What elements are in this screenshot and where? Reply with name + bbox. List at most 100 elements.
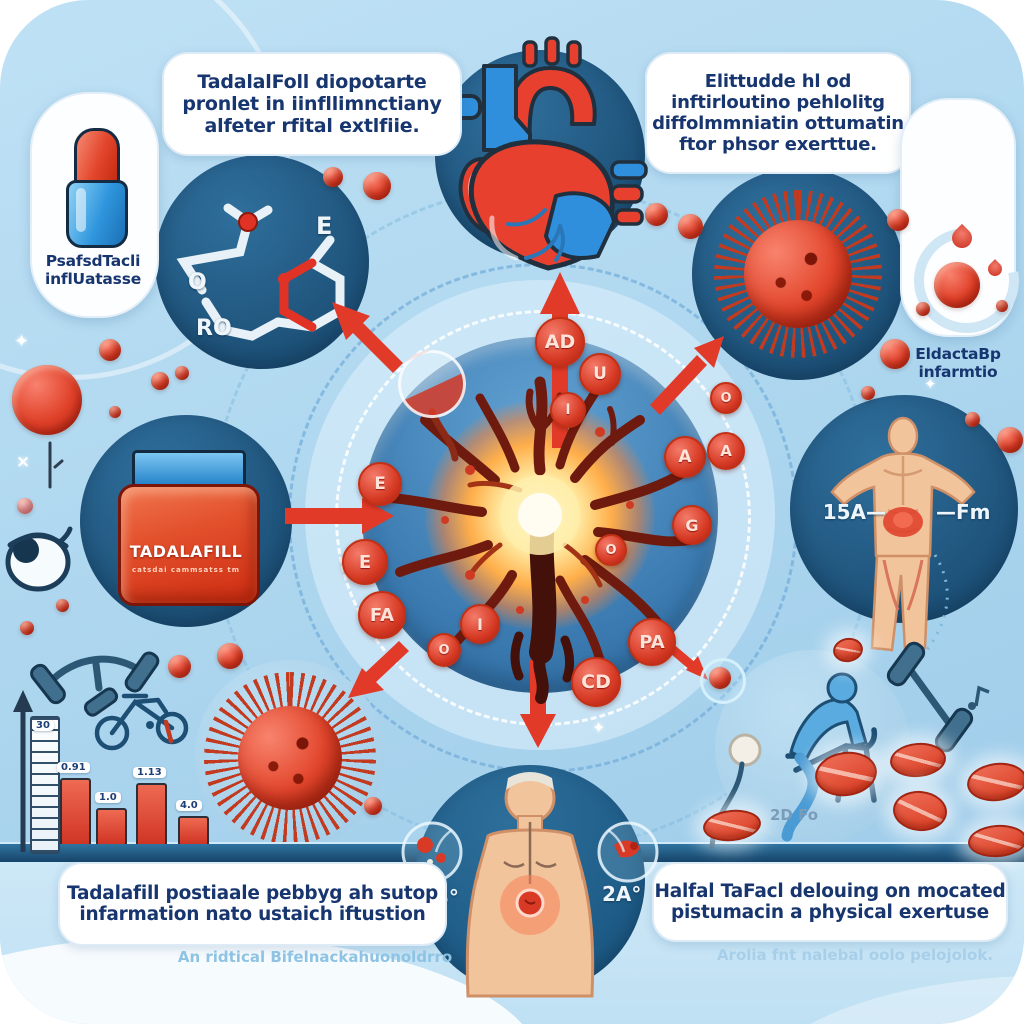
red-cell: [175, 366, 189, 380]
red-cell: [645, 203, 668, 226]
labeled-cell: E: [342, 539, 388, 585]
footnote-left: An ridtical Bifelnackahuonoldrro: [177, 948, 453, 966]
red-cell: [997, 427, 1023, 453]
labeled-cell: O: [595, 534, 627, 566]
red-cell: [934, 262, 980, 308]
virus-core-bottom: [238, 706, 342, 810]
labeled-cell: A: [707, 432, 745, 470]
banner-line: pistumacin a physical exertuse: [671, 902, 989, 923]
caption-2dfo: 2D Fo: [770, 806, 819, 824]
red-cell: [880, 339, 910, 369]
pill-tablet: [701, 807, 763, 844]
molecule-circle: [155, 155, 369, 369]
red-cell: [168, 655, 191, 678]
bottom-left-banner: Tadalafill postiaale pebbyg ah sutop inf…: [58, 862, 447, 946]
blood-drop: [985, 259, 1005, 279]
top-right-caption-card: Elittudde hl od inftirloutino pehlolitg …: [645, 52, 911, 174]
badge-line: EldactaBp: [915, 345, 1001, 363]
chart-bar-label: 1.13: [133, 767, 166, 778]
jar-subtitle: catsdai cammsatss tm: [131, 566, 241, 574]
sparkle-icon: ✦: [14, 331, 30, 352]
caption-line: Elittudde hl od: [704, 71, 852, 92]
figure-label-right: —Fm: [936, 500, 991, 524]
red-cell: [364, 797, 382, 815]
labeled-cell: AD: [535, 317, 585, 367]
jar-body: [118, 484, 260, 606]
badge-line: PsafsdTacli: [45, 252, 141, 270]
caption-line: inftirloutino pehlolitg: [671, 92, 885, 113]
cross-sparkle-icon: ×: [16, 452, 31, 472]
labeled-cell: O: [427, 633, 461, 667]
capsule-badge: PsafsdTacli inflUatasse: [30, 92, 159, 318]
chart-bar-label: 1.0: [95, 792, 121, 803]
chart-bar: [136, 783, 167, 844]
red-cell: [709, 667, 731, 689]
chart-bar: [96, 808, 127, 844]
caption-line: diffolmmniatin ottumatin: [652, 113, 904, 134]
bottom-right-banner: Halfal TaFacl delouing on mocated pistum…: [652, 862, 1008, 942]
red-cell: [20, 621, 34, 635]
blood-badge: EldactaBp infarmtio: [893, 98, 1024, 381]
badge-line: infarmtio: [918, 363, 998, 381]
chart-bar: [178, 816, 209, 844]
molecule-label-ro: RO: [196, 316, 232, 341]
caption-line: alfeter rfital extlfiie.: [204, 115, 420, 137]
labeled-cell: E: [358, 462, 402, 506]
red-cell: [916, 302, 930, 316]
jar-lid: [132, 450, 246, 490]
labeled-cell: I: [460, 604, 500, 644]
chart-bar-label: 4.0: [176, 800, 202, 811]
sparkle-icon: ✦: [592, 718, 606, 737]
handlebar-dumbbells-icon: [30, 651, 160, 717]
torso-label-right: 2A°: [602, 882, 642, 906]
chart-bar-label: 0.91: [57, 762, 90, 773]
banner-line: Halfal TaFacl delouing on mocated: [654, 881, 1006, 902]
labeled-cell: G: [672, 505, 712, 545]
blood-badge-label: EldactaBp infarmtio: [892, 345, 1024, 381]
footnote-right: Arolia fnt nalebal oolo pelojolok.: [716, 946, 994, 964]
red-cell: [996, 300, 1008, 312]
labeled-cell: A: [664, 436, 706, 478]
capsule-gloss: [76, 188, 86, 232]
jar-title: TADALAFILL: [129, 542, 243, 561]
pill-tablet: [891, 788, 949, 834]
caption-line: ftor phsor exerttue.: [679, 134, 877, 155]
red-cell: [887, 209, 909, 231]
labeled-cell: CD: [571, 657, 621, 707]
heart-circle: [435, 50, 645, 260]
red-cell: [151, 372, 169, 390]
red-cell: [363, 172, 391, 200]
badge-line: inflUatasse: [44, 270, 142, 288]
caption-line: pronlet in iinfllimnctiany: [182, 93, 442, 115]
tadalafil-jar-icon: TADALAFILL catsdai cammsatss tm: [118, 450, 260, 606]
banner-line: infarmation nato ustaich iftustion: [79, 904, 426, 925]
molecule-label-o: O: [188, 270, 207, 295]
virus-core-top-right: [744, 220, 852, 328]
bicycle-icon: [94, 693, 189, 751]
molecule-label-e: E: [316, 212, 333, 240]
eye-icon: [5, 526, 73, 592]
blood-drop: [947, 223, 977, 253]
red-cell: [12, 365, 82, 435]
small-line-decor: [48, 441, 64, 489]
pink-cell: [17, 498, 33, 514]
chart-bar: [60, 778, 91, 844]
inflammation-burst: [425, 400, 655, 630]
labeled-cell: O: [710, 382, 742, 414]
banner-line: Tadalafill postiaale pebbyg ah sutop: [66, 883, 439, 904]
figure-label-left: 15A—: [822, 500, 886, 524]
labeled-cell: I: [550, 392, 586, 428]
pill-tablet: [964, 759, 1024, 805]
red-cell: [217, 643, 243, 669]
red-cell: [323, 167, 343, 187]
red-cell: [99, 339, 121, 361]
red-cell: [109, 406, 121, 418]
capsule-badge-label: PsafsdTacli inflUatasse: [34, 252, 152, 288]
labeled-cell: FA: [358, 591, 406, 639]
red-cell: [965, 412, 980, 427]
sparkle-icon: ✦: [924, 375, 937, 393]
red-cell: [861, 386, 875, 400]
capsule-top: [74, 128, 120, 188]
top-left-caption-card: TadalalFoll diopotarte pronlet in iinfll…: [162, 52, 462, 156]
red-cell: [56, 599, 69, 612]
